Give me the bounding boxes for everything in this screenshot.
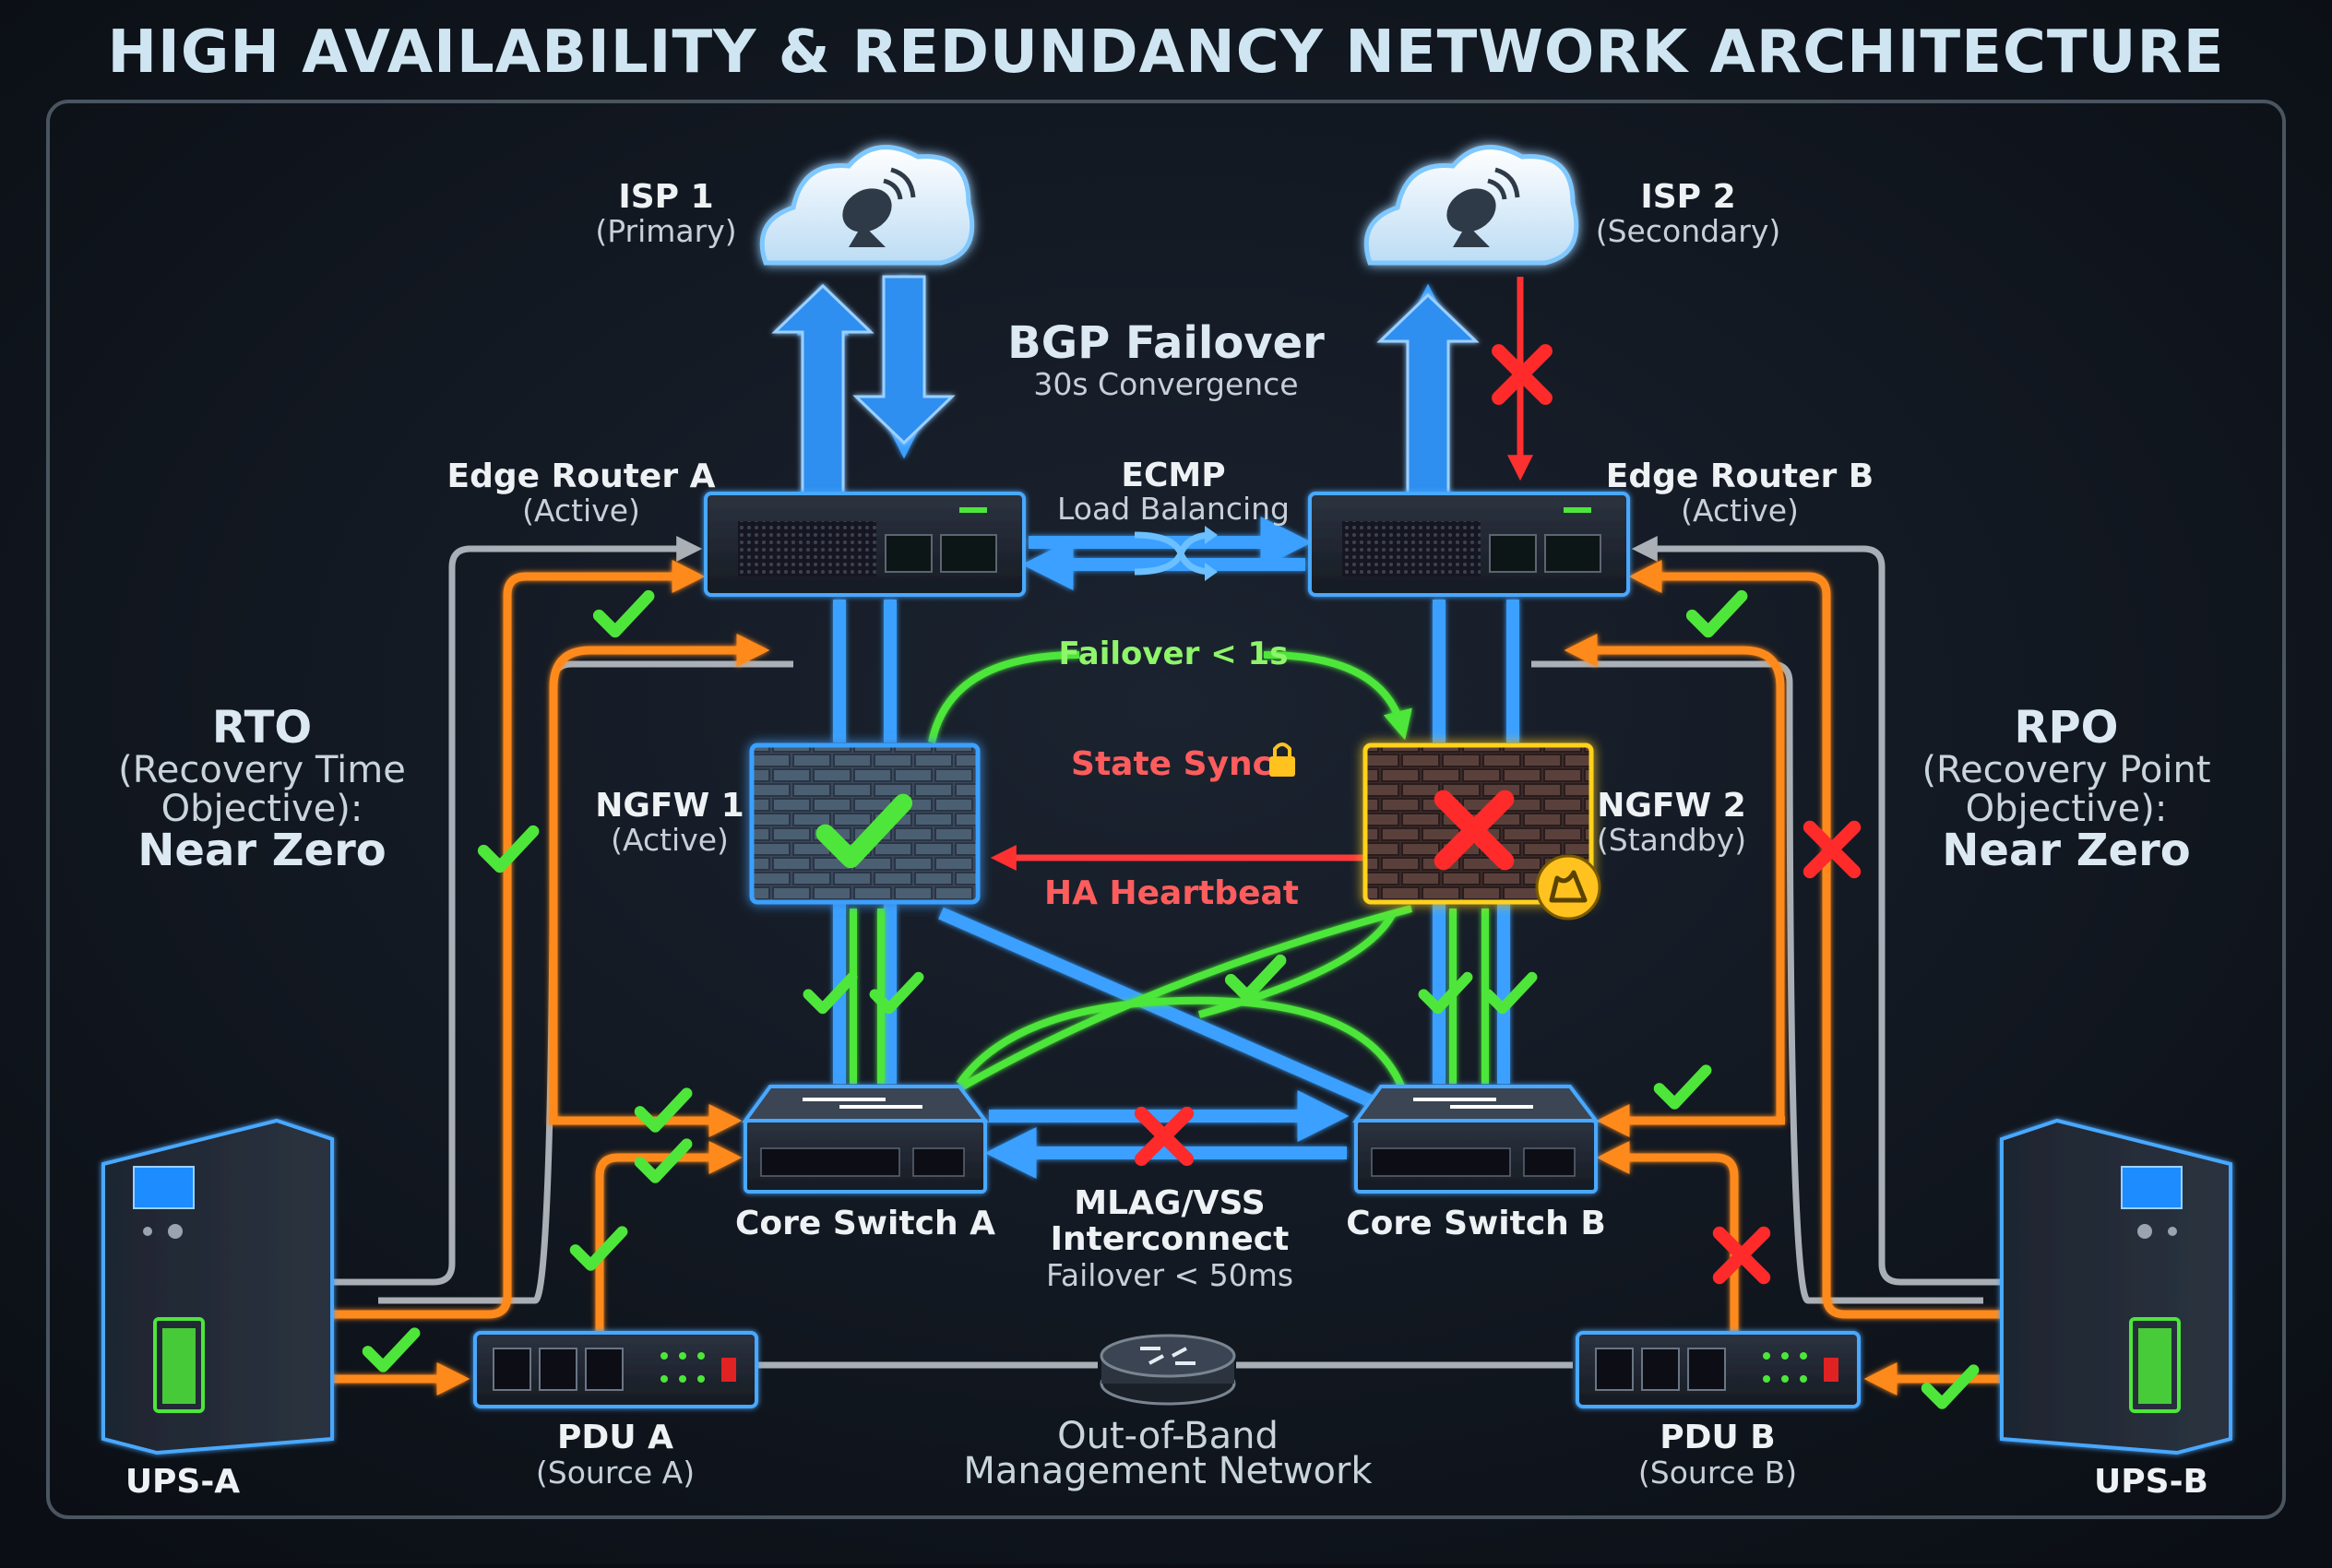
ecmp-title: ECMP [1121,457,1225,494]
pdu-a-role: (Source A) [536,1455,695,1491]
pdu-b[interactable] [1576,1331,1861,1408]
lock-icon [1269,742,1295,777]
rpo-line1: (Recovery Point [1922,749,2210,791]
mlag-line2: Interconnect [1051,1220,1290,1258]
ngfw1-role: (Active) [611,822,729,858]
state-sync-label: State Sync [1071,745,1272,783]
rto-title: RTO [212,702,312,754]
frame-border [46,100,2286,1519]
isp2-name: ISP 2 [1640,178,1735,216]
failover-firewall-label: Failover < 1s [1059,636,1289,672]
edge-router-b[interactable] [1308,492,1630,597]
ngfw2-name: NGFW 2 [1597,787,1746,825]
edge-router-a-role: (Active) [522,493,640,529]
rto-value: Near Zero [137,825,387,876]
core-switch-a[interactable] [742,1085,990,1194]
rpo-value: Near Zero [1942,825,2191,876]
big-blue-arrows [771,275,1480,500]
bgp-failover-sub: 30s Convergence [1033,366,1298,402]
mlag-line1: MLAG/VSS [1074,1184,1265,1222]
edge-router-b-name: Edge Router B [1606,457,1874,495]
ecmp-sub: Load Balancing [1057,491,1290,527]
ups-a[interactable] [101,1118,334,1455]
pdu-a-name: PDU A [557,1419,673,1456]
mlag-sub: Failover < 50ms [1046,1257,1293,1293]
pdu-b-role: (Source B) [1638,1455,1797,1491]
page-title: HIGH AVAILABILITY & REDUNDANCY NETWORK A… [107,18,2224,87]
core-switch-b[interactable] [1352,1085,1600,1194]
pdu-b-name: PDU B [1660,1419,1775,1456]
ngfw-1[interactable] [749,742,981,905]
rpo-title: RPO [2015,702,2119,754]
edge-router-b-role: (Active) [1681,493,1799,529]
alert-badge-icon [1535,854,1601,921]
ngfw2-role: (Standby) [1597,822,1746,858]
ups-b[interactable] [2000,1118,2232,1455]
rto-line1: (Recovery Time [118,749,406,791]
oob-line1: Out-of-Band [1057,1415,1279,1457]
rto-line2: Objective): [161,788,363,830]
isp2-role: (Secondary) [1596,213,1781,249]
core-switch-b-name: Core Switch B [1346,1205,1606,1242]
ngfw1-name: NGFW 1 [595,787,744,825]
satellite-dish-cloud-icon [1446,167,1520,247]
ups-a-name: UPS-A [125,1463,240,1501]
pdu-a[interactable] [473,1331,758,1408]
edge-router-a-name: Edge Router A [447,457,716,495]
core-switch-a-name: Core Switch A [735,1205,995,1242]
power-links [309,560,2025,1396]
isp1-role: (Primary) [595,213,736,249]
rpo-line2: Objective): [1966,788,2168,830]
satellite-dish-cloud-icon [842,167,916,247]
oob-router[interactable] [1100,1334,1236,1406]
ha-heartbeat-label: HA Heartbeat [1044,874,1299,912]
router-disc-icon [1140,1347,1196,1365]
edge-router-a[interactable] [704,492,1026,597]
bgp-failover-title: BGP Failover [1007,317,1325,369]
isp1-name: ISP 1 [618,178,713,216]
ups-b-name: UPS-B [2094,1463,2208,1501]
oob-line2: Management Network [963,1450,1373,1492]
shuffle-icon [1134,526,1218,581]
